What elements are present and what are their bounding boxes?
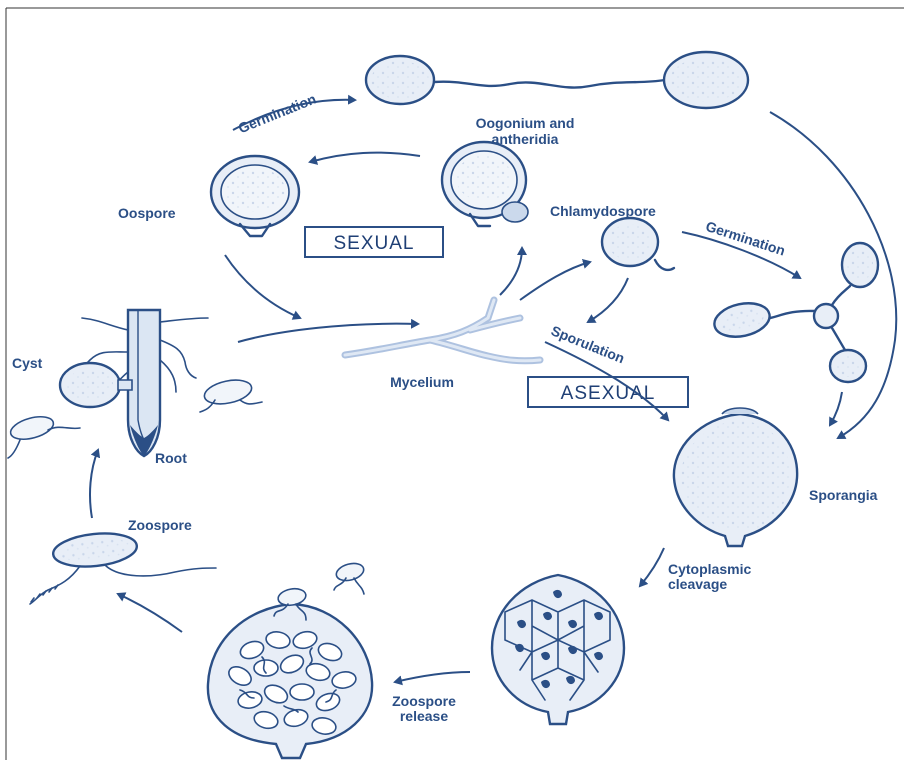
arrow-oospore-to-mycelium bbox=[225, 255, 300, 318]
releasing-sporangium bbox=[208, 604, 372, 758]
cyst-label: Cyst bbox=[12, 355, 43, 371]
cytoplasmic-label-2: cleavage bbox=[668, 576, 727, 592]
release-label-1: Zoospore bbox=[392, 693, 456, 709]
arrow-chlamydospore-sporulation bbox=[588, 278, 628, 322]
arrow-root-to-mycelium bbox=[238, 324, 418, 342]
germination-top-label: Germination bbox=[236, 90, 318, 136]
sexual-label: SEXUAL bbox=[334, 233, 415, 254]
germinated-sporangia bbox=[711, 243, 878, 382]
chlamydospore bbox=[602, 218, 674, 270]
arrow-zoospore-to-cyst bbox=[90, 450, 98, 518]
arrow-mycelium-to-chlamydospore bbox=[520, 262, 590, 300]
germination-right-label: Germination bbox=[704, 218, 787, 259]
oospore bbox=[211, 156, 299, 236]
zoospore-label: Zoospore bbox=[128, 517, 192, 533]
oospore-label: Oospore bbox=[118, 205, 176, 221]
arrow-zoospore-release bbox=[395, 672, 470, 682]
root-label: Root bbox=[155, 450, 187, 466]
top-germ-tube-pair bbox=[366, 52, 748, 108]
arrow-mycelium-to-oogonium bbox=[500, 248, 522, 295]
arrow-to-zoospore bbox=[118, 594, 182, 632]
sporangium bbox=[674, 408, 797, 546]
oogonium-label-2: antheridia bbox=[492, 131, 559, 147]
sporangia-label: Sporangia bbox=[809, 487, 878, 503]
asexual-label: ASEXUAL bbox=[561, 383, 656, 404]
cytoplasmic-label-1: Cytoplasmic bbox=[668, 561, 751, 577]
arrow-cytoplasmic-cleavage bbox=[640, 548, 664, 586]
cleaved-sporangium bbox=[492, 575, 624, 724]
zoospore bbox=[30, 530, 216, 604]
oogonium-antheridia bbox=[442, 142, 528, 226]
arrow-oogonium-to-oospore bbox=[310, 153, 420, 162]
release-label-2: release bbox=[400, 708, 448, 724]
arrow-germinated-to-sporangia bbox=[830, 392, 842, 425]
mycelium-label: Mycelium bbox=[390, 374, 454, 390]
cyst bbox=[60, 363, 132, 407]
mycelium bbox=[345, 300, 540, 361]
sporulation-label: Sporulation bbox=[549, 322, 627, 366]
oogonium-label-1: Oogonium and bbox=[476, 115, 575, 131]
chlamydospore-label: Chlamydospore bbox=[550, 203, 656, 219]
